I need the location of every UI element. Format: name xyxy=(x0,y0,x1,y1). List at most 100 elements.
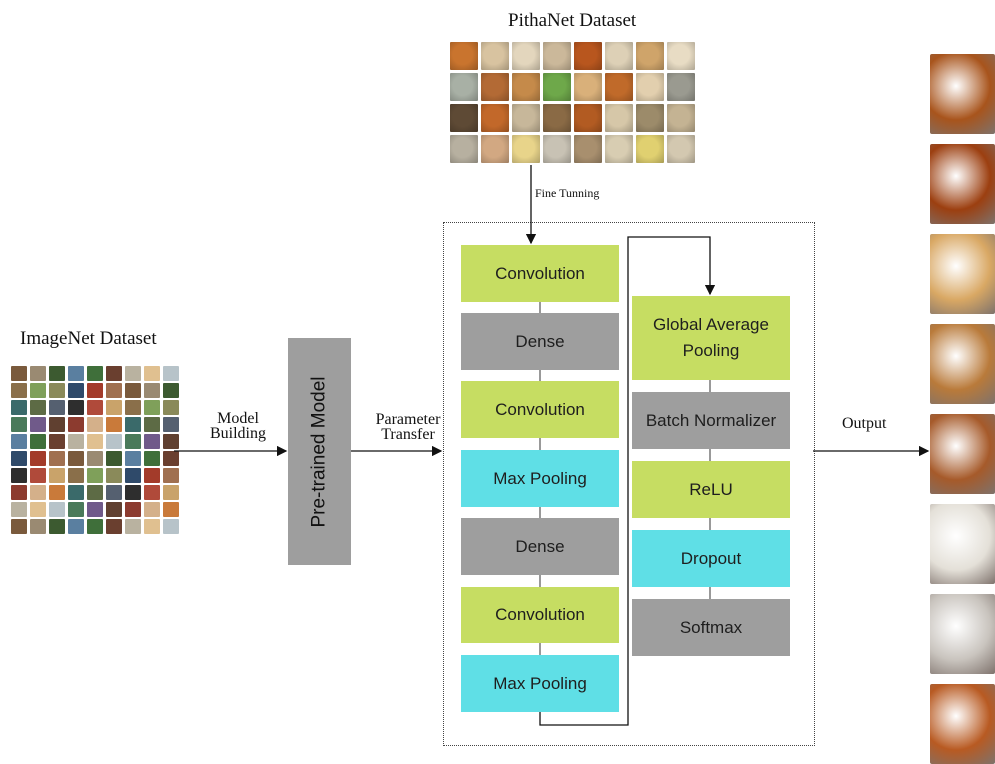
imagenet-thumbnail xyxy=(163,468,179,483)
output-pitha-image xyxy=(930,594,995,674)
imagenet-thumbnail xyxy=(144,519,160,534)
pitha-thumbnail xyxy=(574,135,602,163)
imagenet-thumbnail xyxy=(11,400,27,415)
imagenet-thumbnail xyxy=(125,519,141,534)
imagenet-thumbnail xyxy=(49,434,65,449)
output-pitha-image xyxy=(930,54,995,134)
imagenet-thumbnail xyxy=(30,417,46,432)
imagenet-thumbnail xyxy=(87,400,103,415)
pitha-thumbnail xyxy=(481,73,509,101)
imagenet-thumbnail xyxy=(49,451,65,466)
pitha-thumbnail xyxy=(605,135,633,163)
imagenet-thumbnail xyxy=(30,519,46,534)
pitha-thumbnail xyxy=(512,73,540,101)
imagenet-thumbnail xyxy=(106,434,122,449)
imagenet-thumbnail xyxy=(144,434,160,449)
pitha-thumbnail xyxy=(636,73,664,101)
imagenet-thumbnail xyxy=(49,468,65,483)
imagenet-thumbnail xyxy=(163,502,179,517)
imagenet-thumbnail xyxy=(87,366,103,381)
imagenet-thumbnail xyxy=(49,519,65,534)
imagenet-thumbnail xyxy=(30,366,46,381)
imagenet-thumbnail xyxy=(163,400,179,415)
imagenet-thumbnail xyxy=(144,502,160,517)
pitha-thumbnail xyxy=(605,104,633,132)
imagenet-thumbnail xyxy=(106,519,122,534)
imagenet-image-grid xyxy=(11,366,179,534)
imagenet-thumbnail xyxy=(87,468,103,483)
imagenet-title: ImageNet Dataset xyxy=(20,328,157,349)
imagenet-thumbnail xyxy=(106,366,122,381)
imagenet-thumbnail xyxy=(144,451,160,466)
pitha-thumbnail xyxy=(636,42,664,70)
imagenet-thumbnail xyxy=(125,468,141,483)
imagenet-thumbnail xyxy=(30,434,46,449)
imagenet-thumbnail xyxy=(30,468,46,483)
imagenet-thumbnail xyxy=(106,502,122,517)
imagenet-thumbnail xyxy=(106,417,122,432)
pitha-thumbnail xyxy=(636,135,664,163)
output-pitha-image xyxy=(930,414,995,494)
imagenet-thumbnail xyxy=(125,485,141,500)
imagenet-thumbnail xyxy=(68,451,84,466)
imagenet-thumbnail xyxy=(30,400,46,415)
imagenet-thumbnail xyxy=(11,451,27,466)
imagenet-thumbnail xyxy=(144,400,160,415)
layer-global-average-pooling: Global Average Pooling xyxy=(632,296,790,380)
pitha-thumbnail xyxy=(667,135,695,163)
imagenet-thumbnail xyxy=(87,519,103,534)
imagenet-thumbnail xyxy=(125,366,141,381)
pithanet-image-grid xyxy=(450,42,695,163)
output-pitha-image xyxy=(930,324,995,404)
pitha-thumbnail xyxy=(481,104,509,132)
imagenet-thumbnail xyxy=(68,502,84,517)
imagenet-thumbnail xyxy=(49,366,65,381)
imagenet-thumbnail xyxy=(125,400,141,415)
pitha-thumbnail xyxy=(543,73,571,101)
imagenet-thumbnail xyxy=(11,417,27,432)
imagenet-thumbnail xyxy=(163,366,179,381)
imagenet-thumbnail xyxy=(30,502,46,517)
imagenet-thumbnail xyxy=(11,502,27,517)
imagenet-thumbnail xyxy=(106,383,122,398)
imagenet-thumbnail xyxy=(106,468,122,483)
imagenet-thumbnail xyxy=(144,383,160,398)
pitha-thumbnail xyxy=(543,104,571,132)
layer-relu: ReLU xyxy=(632,461,790,518)
fine-tuning-label: Fine Tunning xyxy=(535,186,600,200)
layer-dense-1: Dense xyxy=(461,313,619,370)
imagenet-thumbnail xyxy=(144,417,160,432)
imagenet-thumbnail xyxy=(163,434,179,449)
pitha-thumbnail xyxy=(450,135,478,163)
layer-dropout: Dropout xyxy=(632,530,790,587)
pitha-thumbnail xyxy=(574,104,602,132)
imagenet-thumbnail xyxy=(106,400,122,415)
pitha-thumbnail xyxy=(574,42,602,70)
imagenet-thumbnail xyxy=(68,519,84,534)
imagenet-thumbnail xyxy=(68,417,84,432)
layer-convolution-2: Convolution xyxy=(461,381,619,438)
layer-batch-normalizer: Batch Normalizer xyxy=(632,392,790,449)
imagenet-thumbnail xyxy=(11,383,27,398)
imagenet-thumbnail xyxy=(49,383,65,398)
output-pitha-image xyxy=(930,234,995,314)
imagenet-thumbnail xyxy=(125,502,141,517)
imagenet-thumbnail xyxy=(125,417,141,432)
pitha-thumbnail xyxy=(512,104,540,132)
layer-convolution-3: Convolution xyxy=(461,587,619,643)
pitha-thumbnail xyxy=(543,42,571,70)
imagenet-thumbnail xyxy=(30,485,46,500)
imagenet-thumbnail xyxy=(163,519,179,534)
imagenet-thumbnail xyxy=(125,434,141,449)
imagenet-thumbnail xyxy=(163,451,179,466)
imagenet-thumbnail xyxy=(30,451,46,466)
imagenet-thumbnail xyxy=(87,383,103,398)
imagenet-thumbnail xyxy=(49,400,65,415)
pitha-thumbnail xyxy=(605,73,633,101)
imagenet-thumbnail xyxy=(68,485,84,500)
layer-max-pooling-1: Max Pooling xyxy=(461,450,619,507)
fine-tuned-model-container xyxy=(443,222,815,746)
imagenet-thumbnail xyxy=(87,451,103,466)
imagenet-thumbnail xyxy=(87,502,103,517)
